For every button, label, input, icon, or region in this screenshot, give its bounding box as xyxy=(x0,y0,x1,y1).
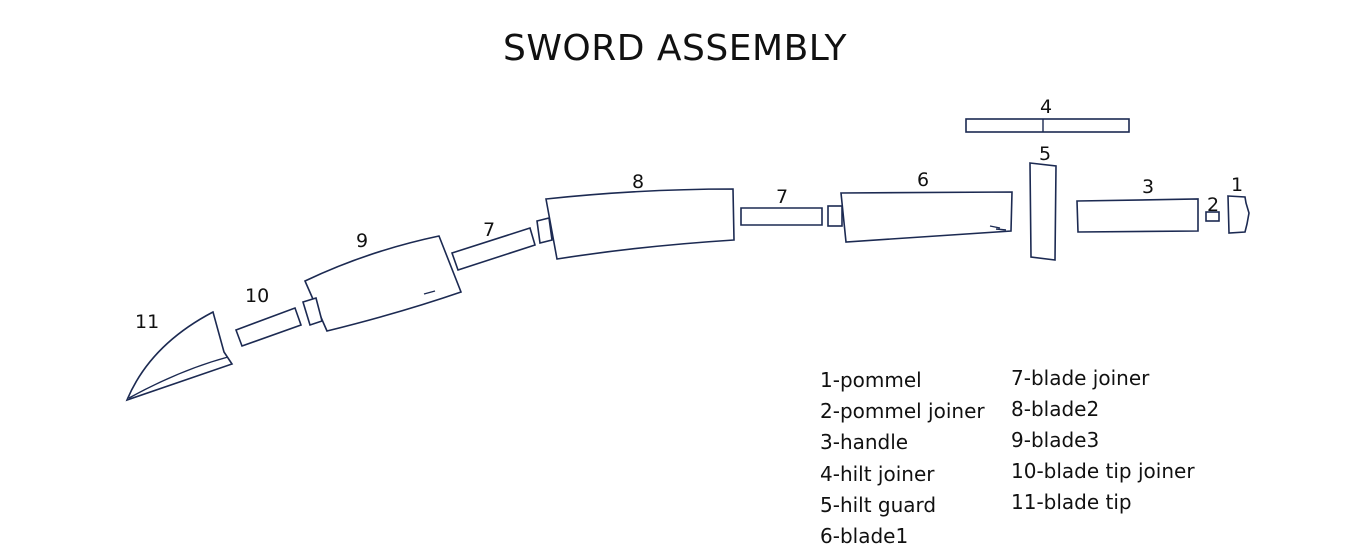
part-blade3 xyxy=(302,235,463,332)
label-part-1: 1 xyxy=(1231,174,1243,196)
label-part-7-right: 7 xyxy=(776,186,788,208)
legend-item-blade3: 9-blade3 xyxy=(1011,428,1100,452)
part-hilt-guard xyxy=(1029,162,1057,261)
legend-item-hilt-joiner: 4-hilt joiner xyxy=(820,462,935,486)
legend-item-blade-tip: 11-blade tip xyxy=(1011,490,1132,514)
label-part-5: 5 xyxy=(1039,143,1051,165)
part-blade-tip xyxy=(125,310,234,402)
label-part-8: 8 xyxy=(632,171,644,193)
legend-item-hilt-guard: 5-hilt guard xyxy=(820,493,937,517)
part-blade-joiner-right xyxy=(740,207,823,226)
label-part-2: 2 xyxy=(1207,194,1219,216)
label-part-6: 6 xyxy=(917,169,929,191)
label-part-11: 11 xyxy=(135,311,159,333)
part-blade-tip-joiner xyxy=(234,306,303,348)
part-hilt-joiner xyxy=(965,118,1130,133)
label-part-7-left: 7 xyxy=(483,219,495,241)
part-pommel xyxy=(1227,195,1250,234)
part-handle xyxy=(1076,198,1199,233)
label-part-9: 9 xyxy=(356,230,368,252)
legend-item-blade-joiner: 7-blade joiner xyxy=(1011,366,1150,390)
label-part-10: 10 xyxy=(245,285,269,307)
label-part-4: 4 xyxy=(1040,96,1052,118)
diagram-title: SWORD ASSEMBLY xyxy=(502,28,848,69)
legend-item-pommel-joiner: 2-pommel joiner xyxy=(820,399,985,423)
part-pommel-joiner xyxy=(1205,211,1220,222)
legend-item-blade2: 8-blade2 xyxy=(1011,397,1100,421)
legend-item-pommel: 1-pommel xyxy=(820,368,922,392)
label-part-3: 3 xyxy=(1142,176,1154,198)
legend-item-blade1: 6-blade1 xyxy=(820,524,909,548)
legend-item-handle: 3-handle xyxy=(820,430,909,454)
part-blade-joiner-left xyxy=(450,226,536,272)
part-blade1 xyxy=(827,191,1013,243)
legend-item-blade-tip-joiner: 10-blade tip joiner xyxy=(1011,459,1195,483)
part-blade2 xyxy=(536,188,735,260)
